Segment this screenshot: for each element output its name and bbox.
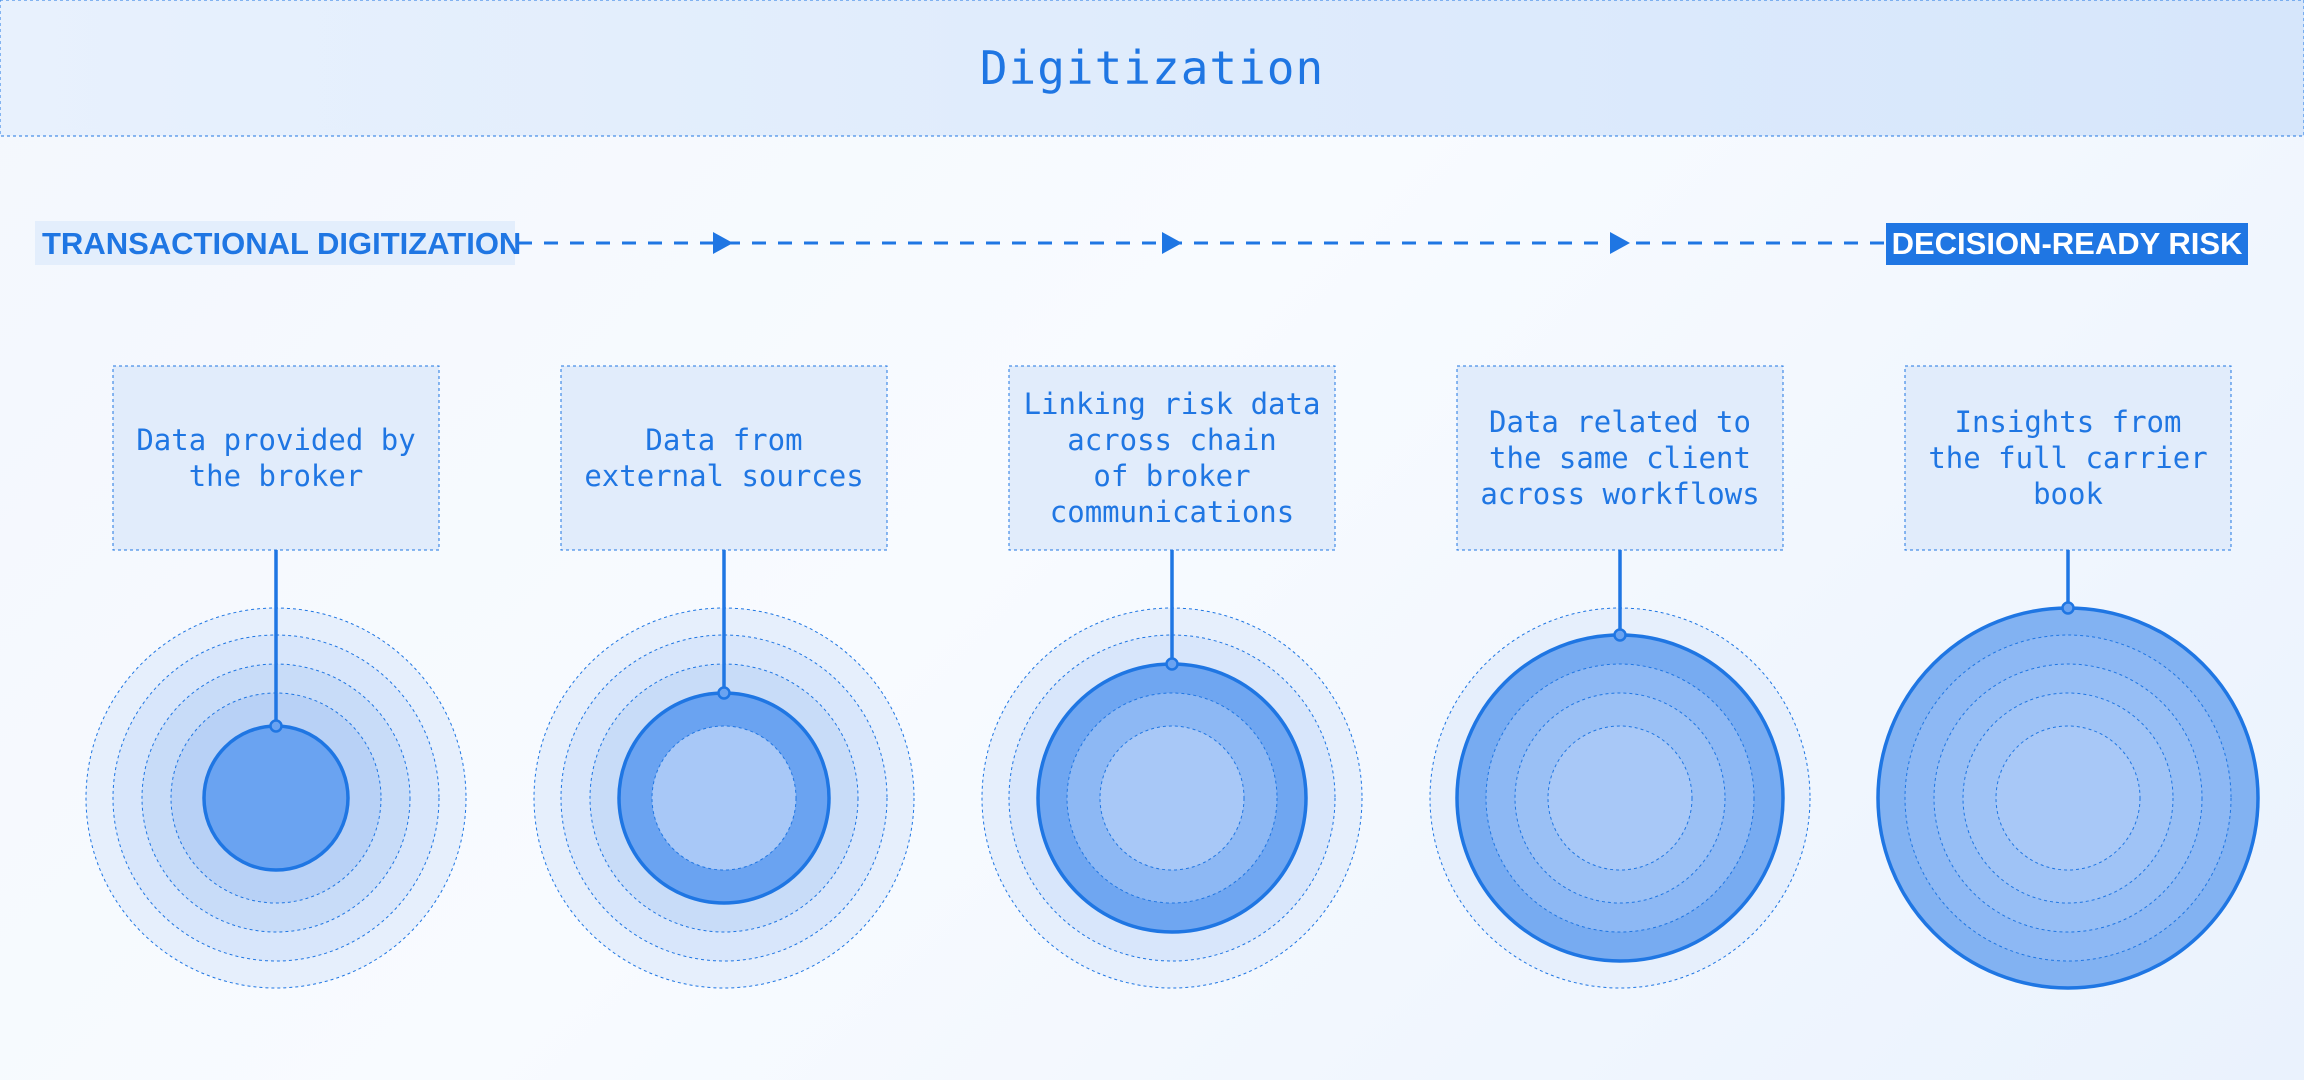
stage-text-line: the broker (189, 459, 364, 493)
connector-dot (1613, 628, 1627, 642)
stage-text-line: Insights from (1955, 405, 2182, 439)
stage-text-line: the same client (1489, 441, 1751, 475)
stage-text-line: Data from (645, 423, 802, 457)
end-label: DECISION-READY RISK (1892, 226, 2243, 261)
stage-text-line: Linking risk data (1024, 387, 1321, 421)
stage-text-line: across workflows (1480, 477, 1759, 511)
solid-circle (202, 724, 350, 872)
inner-ring (1995, 725, 2141, 871)
header-band: Digitization (0, 0, 2304, 137)
stage-text-line: communications (1050, 495, 1294, 529)
stage-text-line: Data provided by (136, 423, 415, 457)
stage-box (560, 365, 888, 551)
stage-box (112, 365, 440, 551)
stage-box (1904, 365, 2232, 551)
flow-arrow-icon (1610, 232, 1630, 254)
stage-text-line: book (2033, 477, 2103, 511)
start-label: TRANSACTIONAL DIGITIZATION (42, 226, 521, 261)
stage-text-line: of broker (1093, 459, 1250, 493)
stage-box (1008, 365, 1336, 551)
flow-arrow-icon (1162, 232, 1182, 254)
end-label-background (1886, 223, 2248, 265)
connector-dot (717, 686, 731, 700)
stage-text-line: Data related to (1489, 405, 1751, 439)
flow-row: TRANSACTIONAL DIGITIZATION DECISION-READ… (35, 221, 2248, 265)
stage-text-line: across chain (1067, 423, 1277, 457)
inner-ring (651, 725, 797, 871)
connector-dot (269, 719, 283, 733)
start-label-background (35, 221, 515, 265)
page-title: Digitization (980, 41, 1324, 95)
inner-ring (1099, 725, 1245, 871)
connector-dot (2061, 601, 2075, 615)
stage-text-line: the full carrier (1928, 441, 2207, 475)
inner-ring (1547, 725, 1693, 871)
flow-arrow-icon (713, 232, 733, 254)
stage-text-line: external sources (584, 459, 863, 493)
stage-box (1456, 365, 1784, 551)
connector-dot (1165, 657, 1179, 671)
